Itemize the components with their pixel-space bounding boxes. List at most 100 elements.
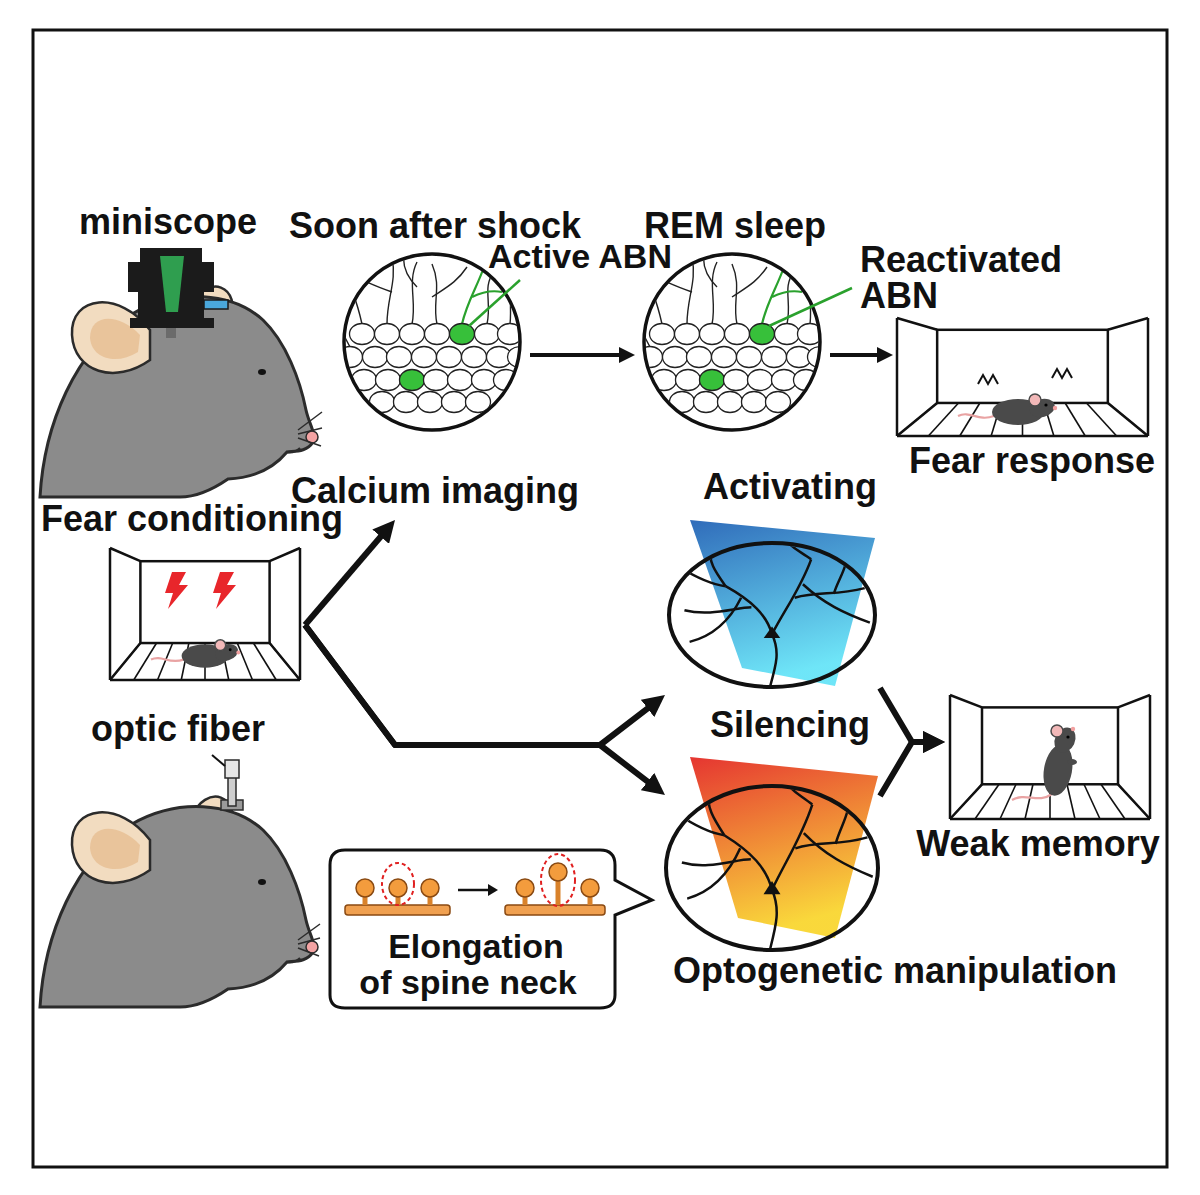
fear-mark	[978, 375, 998, 384]
cell	[475, 324, 500, 345]
dendrite	[712, 262, 717, 324]
floor-bar	[960, 403, 980, 436]
node-drawing	[897, 318, 1148, 436]
mouse-mouth	[286, 958, 300, 963]
mouse-head	[1050, 724, 1079, 756]
leader-line	[212, 755, 225, 766]
node-label: Reactivated ABN	[860, 242, 1072, 314]
soma	[764, 881, 781, 894]
floor-bar	[1025, 784, 1033, 819]
field-outline	[344, 254, 520, 430]
box-edge	[1118, 695, 1150, 707]
dendrite-shaft	[345, 905, 450, 915]
back-wall	[140, 561, 269, 643]
text-slot: Reactivated ABN	[860, 242, 1072, 314]
box-edge	[1108, 318, 1148, 330]
dendrite	[684, 607, 751, 612]
flow-arrow	[305, 625, 657, 789]
cell	[712, 347, 737, 368]
cell	[762, 347, 787, 368]
imaging-field: Soon after shockActive ABNCalcium imagin…	[335, 200, 530, 520]
part-label: optic fiber	[91, 708, 265, 749]
flow-arrow	[880, 688, 935, 742]
miniscope-base	[130, 318, 214, 328]
cell	[694, 392, 719, 413]
box-edge	[950, 784, 982, 819]
mouse-head	[40, 791, 320, 1007]
cell	[437, 347, 462, 368]
shock-bolt	[213, 572, 236, 609]
node-label: Elongation of spine neck	[355, 928, 581, 1000]
text-slot: Fear response	[909, 440, 1155, 481]
dendrite	[772, 805, 812, 890]
change-arrow	[458, 889, 489, 892]
text-slot: optic fiber	[91, 708, 265, 749]
bubble-outline	[330, 850, 652, 1008]
text-slot: Weak memory	[916, 823, 1159, 864]
floor-bar	[950, 784, 982, 819]
mouse-body	[40, 297, 314, 497]
cell	[412, 347, 437, 368]
fiber-ferrule	[225, 760, 239, 778]
mouse-ear	[72, 812, 150, 883]
cell	[418, 392, 443, 413]
box-edge	[270, 548, 300, 561]
optogenetic-field: Activating	[665, 470, 880, 695]
optic-fiber-device	[212, 755, 243, 810]
node-drawing	[666, 757, 878, 950]
spine-head	[516, 879, 534, 897]
box-edge	[897, 435, 1148, 438]
box-edge	[897, 403, 937, 436]
text-slot: Activating	[703, 466, 877, 507]
dendrite	[732, 267, 767, 297]
leader-line	[769, 288, 852, 326]
spine-head	[421, 879, 439, 897]
flow-arrow	[305, 625, 657, 745]
cell	[737, 347, 762, 368]
dendrite	[340, 272, 362, 324]
mouse-ear	[215, 640, 226, 651]
cell	[663, 347, 688, 368]
mouse-inner-ear	[90, 829, 140, 869]
active-cell	[700, 370, 725, 391]
node-drawing	[110, 548, 300, 680]
behavior-box: Fear response	[893, 312, 1155, 484]
dendrite	[690, 598, 742, 642]
mouse-eye	[1066, 735, 1069, 738]
active-dendrite	[772, 291, 802, 297]
soma	[764, 627, 780, 639]
back-wall	[937, 330, 1108, 403]
imaging-field: REM sleepReactivated ABN	[635, 200, 830, 440]
mouse-whiskers	[298, 924, 320, 956]
cell	[675, 324, 700, 345]
mouse-ear	[1051, 725, 1063, 737]
flow-arrow	[530, 353, 628, 357]
floor-bar	[1118, 784, 1150, 819]
change-arrowhead	[488, 884, 498, 896]
miniscope-lens	[166, 328, 176, 338]
text-slot: Fear conditioning	[41, 498, 343, 539]
cell	[376, 370, 401, 391]
mouse-mouth	[286, 448, 300, 453]
text-slot: Silencing	[710, 704, 870, 745]
node-label: REM sleep	[644, 205, 826, 246]
node-drawing	[332, 254, 533, 430]
behavior-box: Weak memory	[945, 688, 1155, 868]
floor-bar	[1084, 784, 1100, 819]
cell	[748, 370, 773, 391]
dendrite	[412, 262, 417, 324]
floor-bar	[1065, 403, 1085, 436]
cell-layer	[632, 254, 833, 413]
cell	[700, 324, 725, 345]
box-edge	[897, 318, 937, 330]
box-edge	[1118, 784, 1150, 819]
cell	[772, 370, 797, 391]
box-edge	[299, 548, 302, 680]
cell	[742, 392, 767, 413]
dendrite	[640, 272, 662, 324]
node-label: Activating	[703, 466, 877, 507]
highlight-ring	[541, 854, 575, 906]
spine-head	[356, 879, 374, 897]
mouse-whiskers	[298, 412, 322, 446]
